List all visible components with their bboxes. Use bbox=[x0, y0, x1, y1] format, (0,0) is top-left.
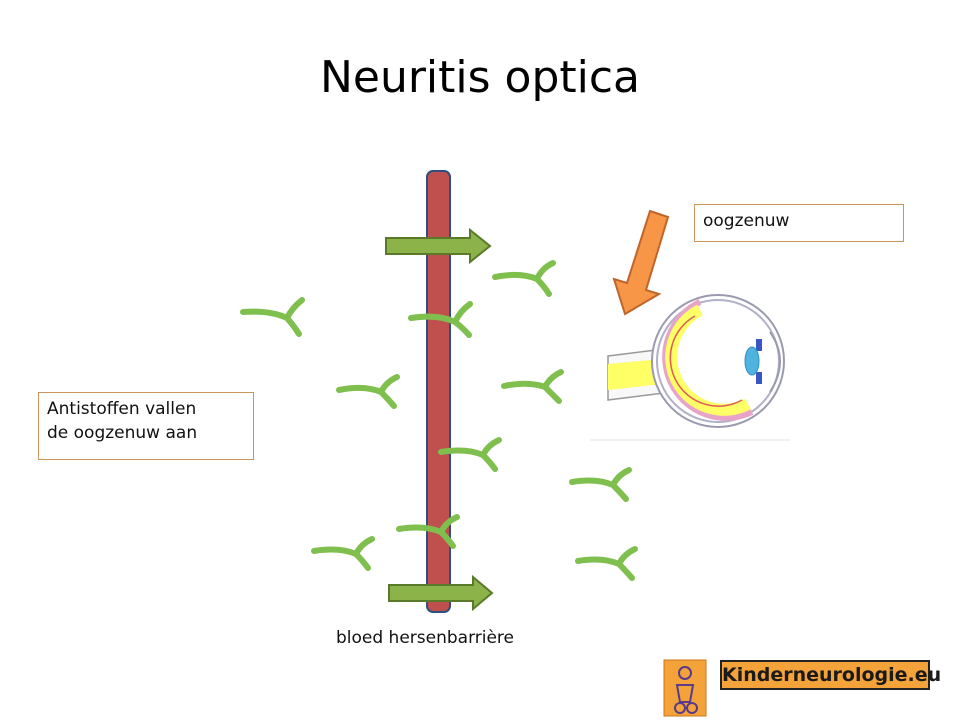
logo-mascot-icon bbox=[663, 659, 707, 717]
label-antibodies-line1: Antistoffen vallen bbox=[47, 399, 197, 419]
eye-illustration bbox=[590, 294, 790, 441]
antibody-icon bbox=[501, 369, 564, 404]
antibody-icon bbox=[336, 374, 400, 409]
crossing-arrow-top bbox=[385, 227, 492, 265]
logo-wordmark: Kinderneurologie.eu bbox=[720, 660, 941, 690]
slide-title: Neuritis optica bbox=[319, 52, 641, 103]
antibody-icon bbox=[240, 297, 305, 337]
blood-brain-barrier-bar bbox=[426, 170, 451, 613]
antibody-icon bbox=[408, 301, 473, 338]
pointer-arrow-orange bbox=[612, 209, 670, 316]
caption-blood-brain-barrier: bloed hersenbarrière bbox=[335, 628, 515, 648]
antibody-icon bbox=[438, 437, 502, 472]
label-antibodies: Antistoffen vallen de oogzenuw aan bbox=[38, 392, 254, 460]
antibody-icon bbox=[492, 260, 556, 297]
antibody-icon bbox=[575, 546, 638, 581]
antibody-icon bbox=[569, 467, 632, 502]
label-optic-nerve-text: oogzenuw bbox=[703, 211, 790, 231]
crossing-arrow-bottom bbox=[388, 574, 494, 612]
lens-icon bbox=[744, 346, 760, 376]
label-antibodies-line2: de oogzenuw aan bbox=[47, 423, 198, 443]
antibody-icon bbox=[311, 536, 375, 571]
label-optic-nerve: oogzenuw bbox=[694, 204, 904, 242]
antibody-icon bbox=[396, 514, 460, 549]
